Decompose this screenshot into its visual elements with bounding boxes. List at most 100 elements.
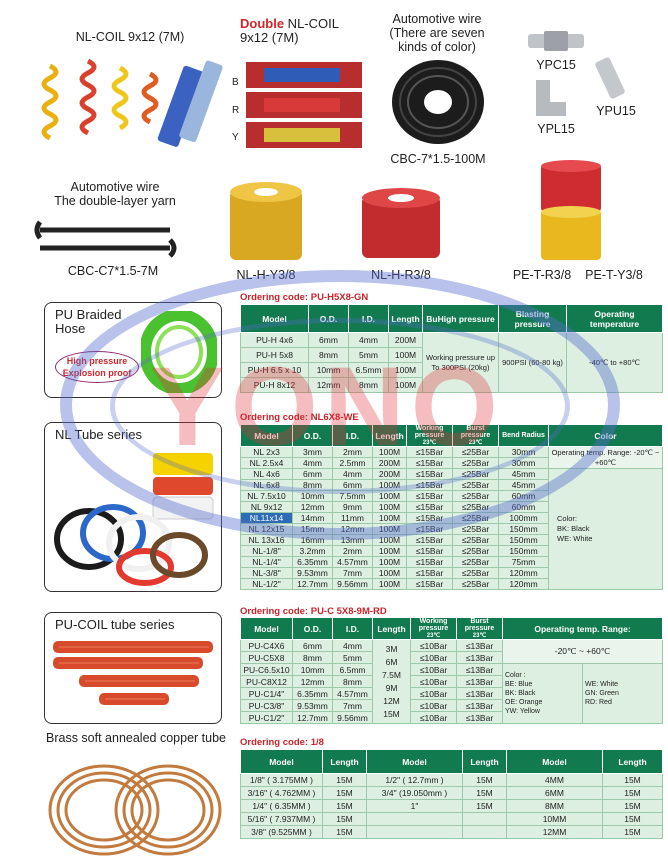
coil-head-id: I.D. xyxy=(332,617,373,640)
nl-color-note: Color: BK: Black WE: White xyxy=(548,468,663,590)
cbc-7m-caption: CBC-C7*1.5-7M xyxy=(67,264,159,278)
high-pressure-badge: High pressure Explosion proof xyxy=(55,351,139,383)
nl-tube-title: NL Tube series xyxy=(55,427,142,442)
brass-head-model-2: Model xyxy=(366,749,463,774)
nl-tube-image xyxy=(54,453,214,586)
double-label-r: R xyxy=(232,105,240,116)
double-label-y: Y xyxy=(232,132,239,143)
nl-coil-caption: NL-COIL 9x12 (7M) xyxy=(75,30,185,44)
nl-h-r-caption: NL-H-R3/8 xyxy=(371,268,431,282)
coil-head-temp: Operating temp. Range: xyxy=(502,617,663,640)
pu-braided-table: Model O.D. I.D. Length BuHigh pressure B… xyxy=(240,304,663,393)
pu-operating-temp: -40℃ to +80℃ xyxy=(566,332,663,393)
nl-coil-image xyxy=(41,58,223,147)
pu-coil-title: PU-COIL tube series xyxy=(55,617,175,632)
coil-head-od: O.D. xyxy=(292,617,333,640)
ypu15-fitting-icon xyxy=(595,57,625,99)
pu-braided-hose-box: PU Braided Hose High pressure Explosion … xyxy=(44,302,222,398)
coil-head-work: Working pressure 23℃ xyxy=(410,617,457,640)
pu-ordering-code: Ordering code: PU-H5X8-GN xyxy=(240,292,369,303)
brass-table: Model Length Model Length Model Length 1… xyxy=(240,749,663,839)
pu-coil-box: PU-COIL tube series xyxy=(44,612,222,724)
ypc15-caption: YPC15 xyxy=(536,58,576,72)
coil-colors-right: WE: White GN: Green RD: Red xyxy=(582,663,663,724)
double-coil-image xyxy=(246,62,362,148)
auto-wire-caption-1: Automotive wire xyxy=(392,12,482,26)
double-layer-wire-image xyxy=(34,220,177,258)
cbc-100m-caption: CBC-7*1.5-100M xyxy=(390,152,486,166)
pu-braided-hose-image xyxy=(141,311,217,393)
nl-h-y-caption: NL-H-Y3/8 xyxy=(236,268,296,282)
brass-head-length-3: Length xyxy=(602,749,663,774)
pu-coil-table: Model O.D. I.D. Length Working pressure … xyxy=(240,617,663,724)
pu-head-blast: Blasting pressure xyxy=(498,304,567,333)
nl-head-length: Length xyxy=(372,424,407,447)
pe-tube-reels-image xyxy=(541,160,601,260)
auto-wire-sub-3: The double-layer yarn xyxy=(54,194,176,208)
pu-head-temp: Operating temperature xyxy=(566,304,663,333)
pu-head-od: O.D. xyxy=(308,304,349,333)
pu-braided-title-2: Hose xyxy=(55,321,86,336)
double-label-b: B xyxy=(232,77,239,88)
pu-braided-title-1: PU Braided xyxy=(55,307,122,322)
pu-head-work: BuHigh pressure xyxy=(422,304,499,333)
brass-ordering-code: Ordering code: 1/8 xyxy=(240,737,324,748)
double-coil-size: 9x12 (7M) xyxy=(240,30,299,45)
pu-head-model: Model xyxy=(240,304,309,333)
pu-coil-image xyxy=(53,641,213,705)
automotive-wire-coil-image xyxy=(392,60,484,144)
brass-head-model-1: Model xyxy=(240,749,323,774)
nl-temp-note: Operating temp. Range: -20℃ ~ +60℃ xyxy=(548,446,663,469)
pe-t-y-caption: PE-T-Y3/8 xyxy=(585,268,643,282)
pu-blasting-pressure: 900PSI (60-80 kg) xyxy=(498,332,567,393)
coil-head-length: Length xyxy=(372,617,411,640)
coil-head-burst: Burst pressure 23℃ xyxy=(456,617,503,640)
brass-title: Brass soft annealed copper tube xyxy=(46,731,226,745)
coil-lengths: 3M 6M 7.5M 9M 12M 15M xyxy=(372,639,411,724)
nl-head-od: O.D. xyxy=(292,424,333,447)
nl-head-model: Model xyxy=(240,424,293,447)
coil-ordering-code: Ordering code: PU-C 5X8-9M-RD xyxy=(240,606,387,617)
brass-head-model-3: Model xyxy=(506,749,603,774)
nl-head-work: Working pressure 23℃ xyxy=(406,424,453,447)
nl-tube-box: NL Tube series xyxy=(44,422,222,592)
auto-wire-sub-1: (There are seven xyxy=(389,26,485,40)
nl-head-burst: Burst pressure 23℃ xyxy=(452,424,499,447)
coil-colors-left: Color : BE: Blue BK: Black OE: Orange YW… xyxy=(502,663,583,724)
pu-working-pressure: Working pressure up To 300PSI (20kg) xyxy=(422,332,499,393)
ypc15-fitting-icon xyxy=(528,31,584,51)
pu-head-length: Length xyxy=(388,304,423,333)
pe-t-r-caption: PE-T-R3/8 xyxy=(512,268,572,282)
coil-temp-range: -20℃ ~ +60℃ xyxy=(502,639,663,664)
ypl15-caption: YPL15 xyxy=(537,122,575,136)
nl-head-id: I.D. xyxy=(332,424,373,447)
nl-h-red-reel-image xyxy=(362,188,440,258)
nl-tube-table: Model O.D. I.D. Length Working pressure … xyxy=(240,424,663,590)
auto-wire-sub-2: kinds of color) xyxy=(398,40,476,54)
pu-head-id: I.D. xyxy=(348,304,389,333)
nl-h-yellow-reel-image xyxy=(230,182,302,260)
ypl15-fitting-icon xyxy=(536,80,566,116)
